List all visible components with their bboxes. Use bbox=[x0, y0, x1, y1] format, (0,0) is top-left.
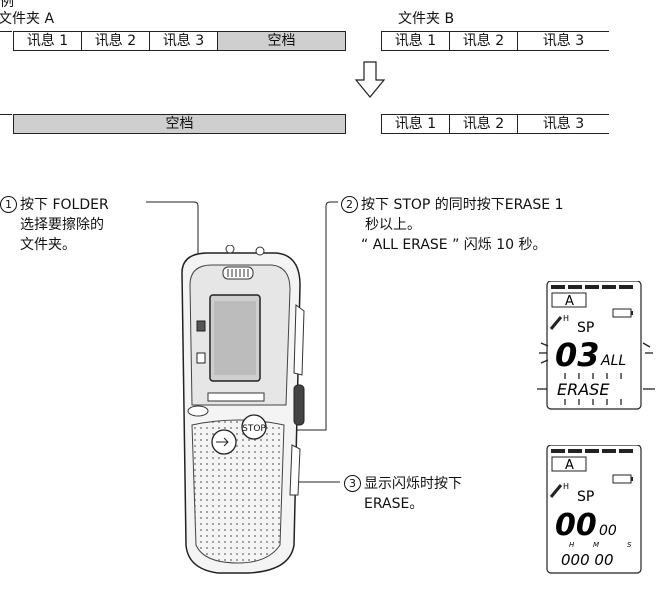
folder-b-after-msg1: 讯息 1 bbox=[381, 114, 450, 134]
display2-sub: 00 bbox=[599, 523, 617, 539]
example-label: 例 bbox=[0, 0, 14, 10]
display1-sub: ALL bbox=[600, 353, 626, 369]
step2-number: 2 bbox=[341, 196, 358, 213]
folder-b-after-msg3: 讯息 3 bbox=[517, 114, 609, 134]
display1-folder: A bbox=[565, 294, 574, 309]
display1-bottom: ERASE bbox=[557, 380, 610, 399]
voice-recorder-device: STOP bbox=[181, 245, 305, 574]
step3-line1: 显示闪烁时按下 bbox=[364, 476, 462, 492]
stop-button-label: STOP bbox=[242, 424, 266, 434]
display2-mode: SP bbox=[577, 489, 594, 505]
folder-b-after-msg2: 讯息 2 bbox=[449, 114, 518, 134]
folder-b-label: 文件夹 B bbox=[398, 11, 455, 27]
step1-line2: 选择要擦除的 bbox=[20, 217, 104, 233]
step1-line1: 按下 FOLDER bbox=[20, 197, 109, 213]
folder-a-after-empty: 空档 bbox=[13, 114, 346, 134]
folder-a-msg2: 讯息 2 bbox=[81, 31, 150, 51]
folder-b-msg1: 讯息 1 bbox=[381, 31, 450, 51]
lcd-display-empty: A H SP 00 00 H M S 000 00 bbox=[546, 445, 642, 574]
folder-a-label: 文件夹 A bbox=[0, 11, 55, 27]
step3-number: 3 bbox=[344, 475, 361, 492]
folder-a-msg1: 讯息 1 bbox=[13, 31, 82, 51]
step2-line3: “ ALL ERASE ” 闪烁 10 秒。 bbox=[361, 237, 547, 253]
step2-line2: 秒以上。 bbox=[365, 217, 421, 233]
display1-mode: SP bbox=[577, 320, 594, 336]
display2-folder: A bbox=[565, 458, 574, 473]
lcd-display-all-erase: A H SP 03 ALL ERASE bbox=[537, 281, 655, 410]
down-arrow-icon bbox=[354, 61, 386, 98]
display2-number: 00 bbox=[555, 508, 597, 543]
folder-b-msg3: 讯息 3 bbox=[517, 31, 609, 51]
display2-time: 000 00 bbox=[561, 551, 614, 569]
step3-line2: ERASE。 bbox=[364, 496, 424, 512]
step2-line1: 按下 STOP 的同时按下ERASE 1 bbox=[361, 197, 564, 213]
step1-number: 1 bbox=[0, 196, 17, 213]
display2-mic: H bbox=[563, 482, 569, 491]
display1-number: 03 bbox=[555, 336, 600, 374]
folder-b-msg2: 讯息 2 bbox=[449, 31, 518, 51]
display2-time-s: S bbox=[627, 541, 632, 549]
step1-line3: 文件夹。 bbox=[20, 237, 76, 253]
display2-time-h: H bbox=[569, 541, 575, 549]
display2-time-m: M bbox=[593, 541, 599, 549]
folder-a-empty: 空档 bbox=[217, 31, 346, 51]
display1-mic: H bbox=[563, 314, 569, 323]
folder-a-msg3: 讯息 3 bbox=[149, 31, 218, 51]
